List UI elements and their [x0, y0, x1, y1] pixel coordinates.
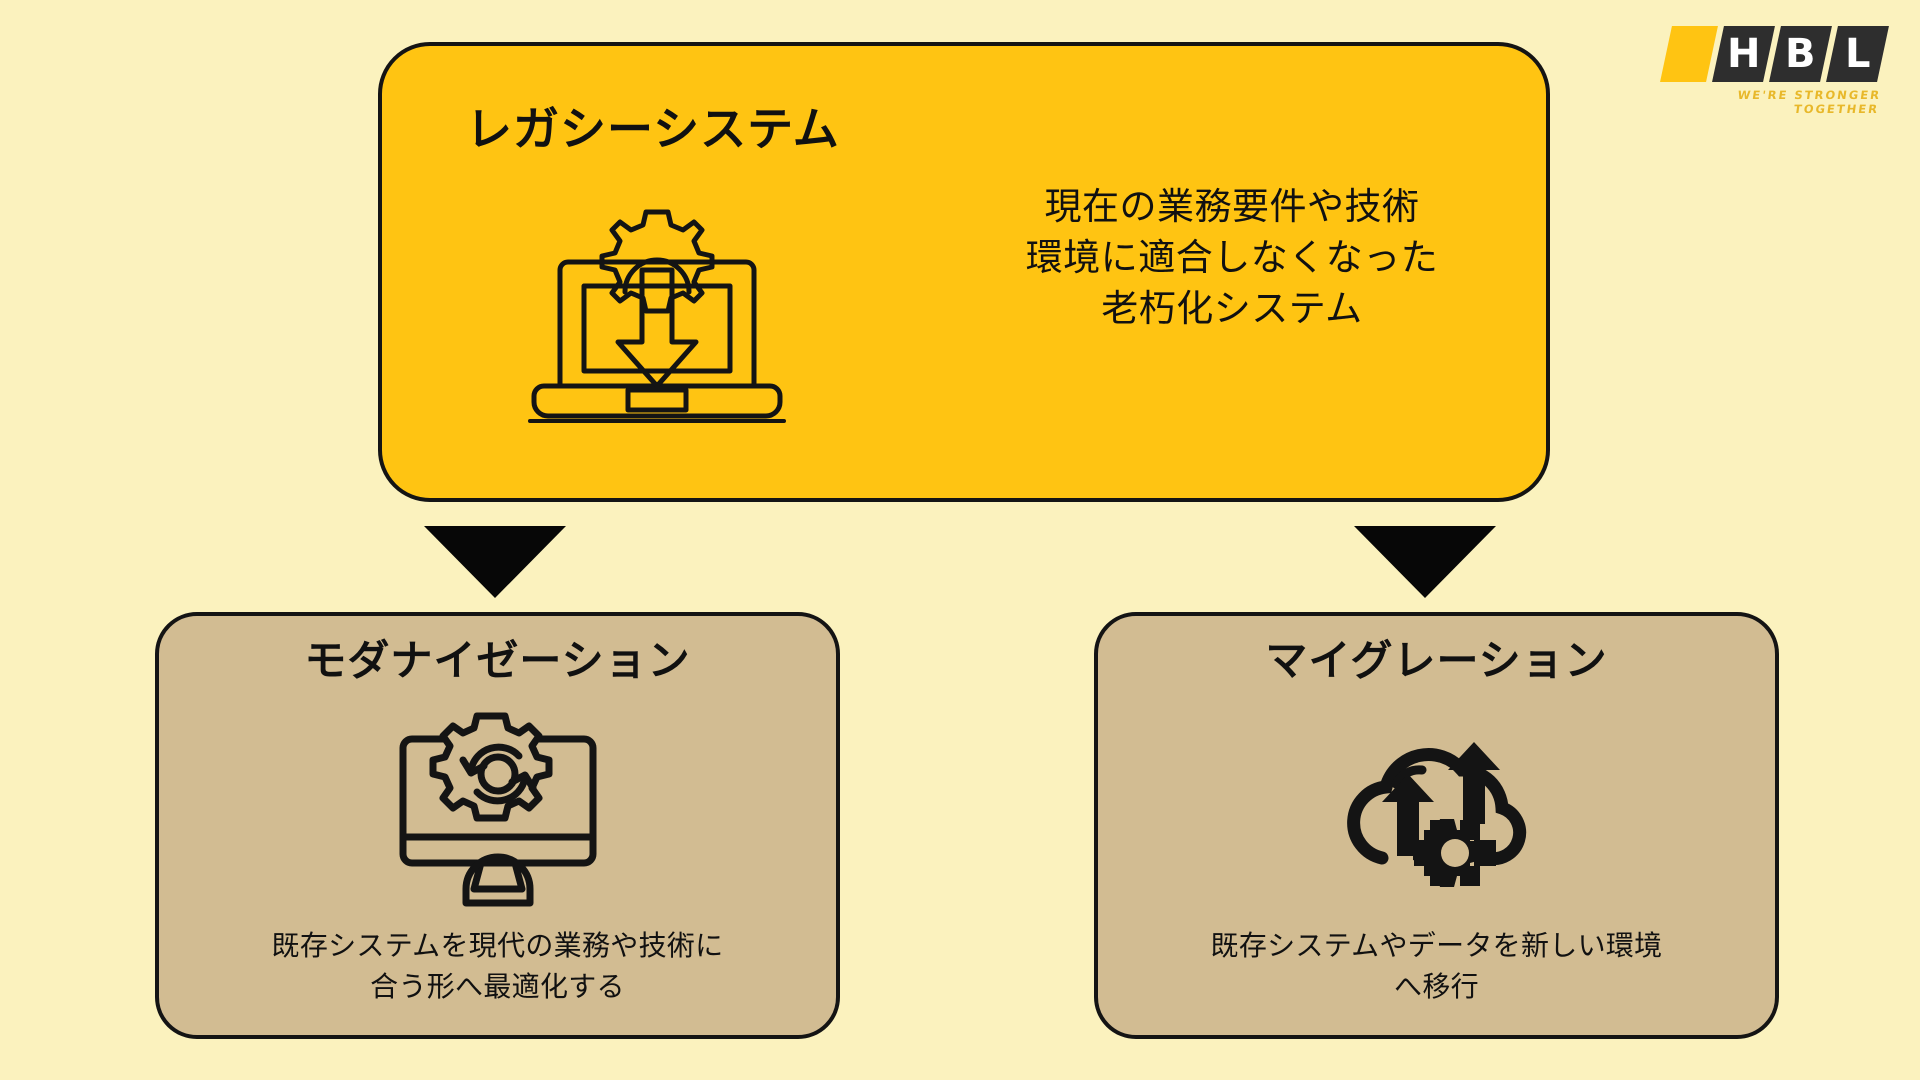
arrow-to-modernization-icon	[424, 526, 566, 598]
modernization-description: 既存システムを現代の業務や技術に 合う形へ最適化する	[189, 926, 806, 1007]
legacy-system-card: レガシーシステム 現在の業務要件や技術 環境に適合しなくなった 老朽化システム	[378, 42, 1550, 502]
monitor-gear-refresh-icon	[373, 708, 623, 908]
arrow-to-migration-icon	[1354, 526, 1496, 598]
modernization-card: モダナイゼーション 既存システムを現代の業務や技術に 合う形へ最適化する	[155, 612, 840, 1039]
modernization-description-line-1: 既存システムを現代の業務や技術に	[271, 930, 724, 961]
migration-description: 既存システムやデータを新しい環境 へ移行	[1128, 926, 1745, 1007]
legacy-system-description: 現在の業務要件や技術 環境に適合しなくなった 老朽化システム	[942, 181, 1522, 334]
logo-tile-h: H	[1712, 26, 1775, 82]
logo-letter-h: H	[1726, 31, 1761, 77]
logo-letter-b: B	[1785, 31, 1816, 77]
logo-accent-bar	[1660, 26, 1718, 82]
logo-tiles: H B L	[1660, 26, 1889, 82]
legacy-description-line-3: 老朽化システム	[1101, 288, 1363, 330]
modernization-description-line-2: 合う形へ最適化する	[370, 970, 625, 1002]
legacy-description-line-2: 環境に適合しなくなった	[1025, 237, 1439, 279]
logo-tagline: WE'RE STRONGER TOGETHER	[1736, 88, 1882, 116]
hbl-logo: H B L WE'RE STRONGER TOGETHER	[1660, 26, 1889, 116]
laptop-gear-download-icon	[522, 176, 792, 426]
logo-tile-b: B	[1769, 26, 1832, 82]
migration-description-line-2: へ移行	[1394, 970, 1479, 1002]
legacy-system-title: レガシーシステム	[466, 103, 840, 155]
logo-tile-l: L	[1826, 26, 1889, 82]
migration-title: マイグレーション	[1265, 637, 1608, 684]
legacy-description-line-1: 現在の業務要件や技術	[1044, 186, 1420, 227]
cloud-upload-gear-icon	[1312, 708, 1562, 908]
migration-card: マイグレーション 既存システ	[1094, 612, 1779, 1039]
modernization-title: モダナイゼーション	[304, 637, 691, 684]
migration-description-line-1: 既存システムやデータを新しい環境	[1210, 930, 1663, 961]
logo-letter-l: L	[1844, 31, 1871, 77]
